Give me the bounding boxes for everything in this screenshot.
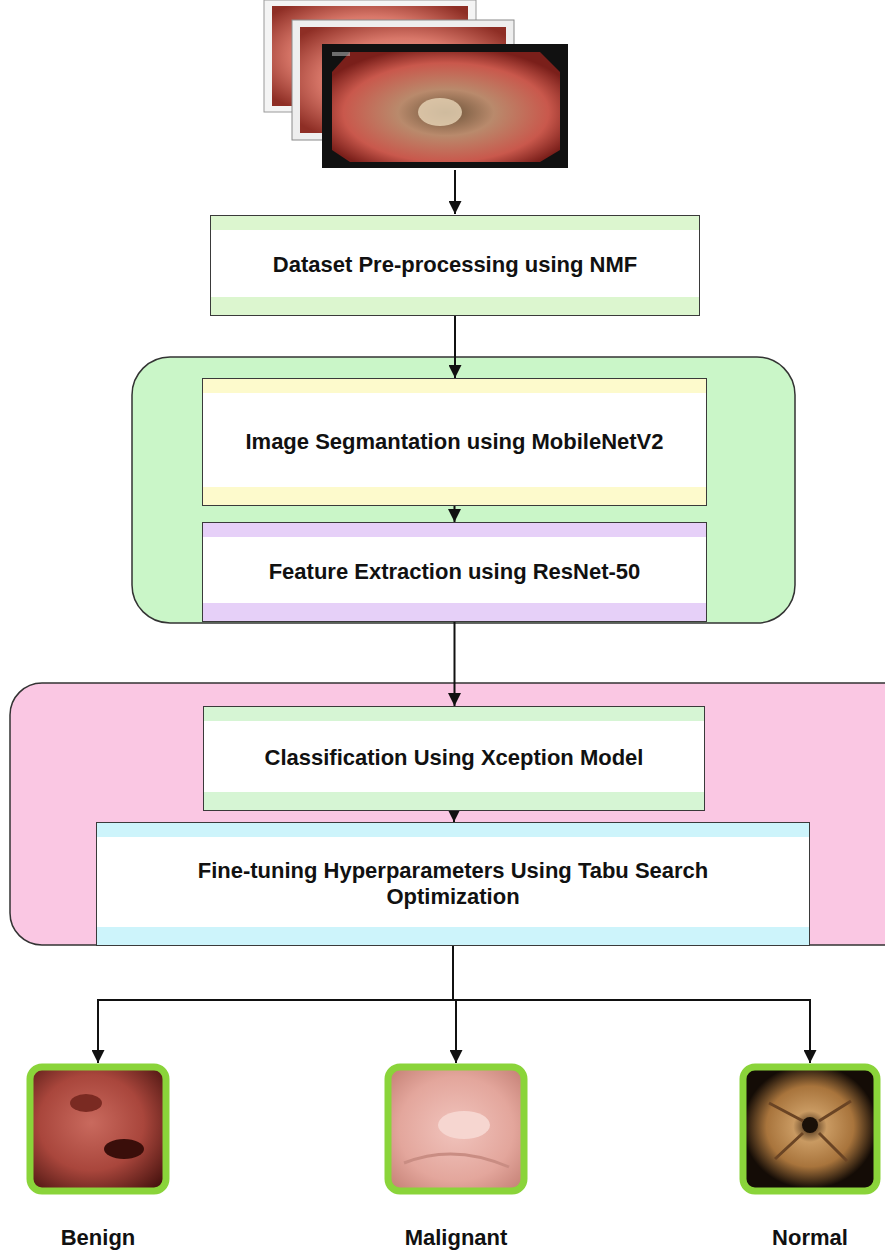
output-image-tile: Benign	[26, 1063, 170, 1251]
color-band	[97, 927, 809, 945]
box-label: Fine-tuning Hyperparameters Using Tabu S…	[153, 858, 753, 911]
flow-arrow	[453, 811, 455, 822]
class-label: Malignant	[384, 1225, 528, 1251]
endoscopy-image	[384, 1063, 528, 1195]
process-box: Fine-tuning Hyperparameters Using Tabu S…	[96, 822, 810, 946]
color-band	[204, 792, 704, 810]
flow-arrow	[98, 946, 453, 1063]
endoscopy-image	[26, 1063, 170, 1195]
class-label: Benign	[26, 1225, 170, 1251]
color-band	[211, 297, 699, 315]
input-image-stack	[264, 0, 568, 168]
color-band	[203, 487, 706, 505]
process-box: Dataset Pre-processing using NMF	[210, 215, 700, 316]
color-band	[97, 823, 809, 837]
input-arrow	[454, 170, 456, 214]
class-label: Normal	[739, 1225, 881, 1251]
color-band	[203, 603, 706, 621]
output-image-tile: Normal	[739, 1063, 881, 1251]
color-band	[203, 379, 706, 393]
color-band	[204, 707, 704, 721]
flow-arrow	[453, 946, 810, 1063]
process-box: Classification Using Xception Model	[203, 706, 705, 811]
box-label: Feature Extraction using ResNet-50	[269, 559, 641, 585]
box-label: Dataset Pre-processing using NMF	[273, 252, 637, 278]
flow-arrow	[454, 506, 456, 522]
flow-arrow	[454, 316, 456, 378]
color-band	[211, 216, 699, 230]
process-box: Feature Extraction using ResNet-50	[202, 522, 707, 622]
color-band	[203, 523, 706, 537]
box-label: Classification Using Xception Model	[265, 745, 644, 771]
output-image-tile: Malignant	[384, 1063, 528, 1251]
box-label: Image Segmantation using MobileNetV2	[245, 429, 663, 455]
group-panel	[132, 357, 795, 623]
flow-arrow	[454, 622, 456, 706]
endoscopy-image	[739, 1063, 881, 1195]
group-panel	[10, 683, 885, 945]
process-box: Image Segmantation using MobileNetV2	[202, 378, 707, 506]
